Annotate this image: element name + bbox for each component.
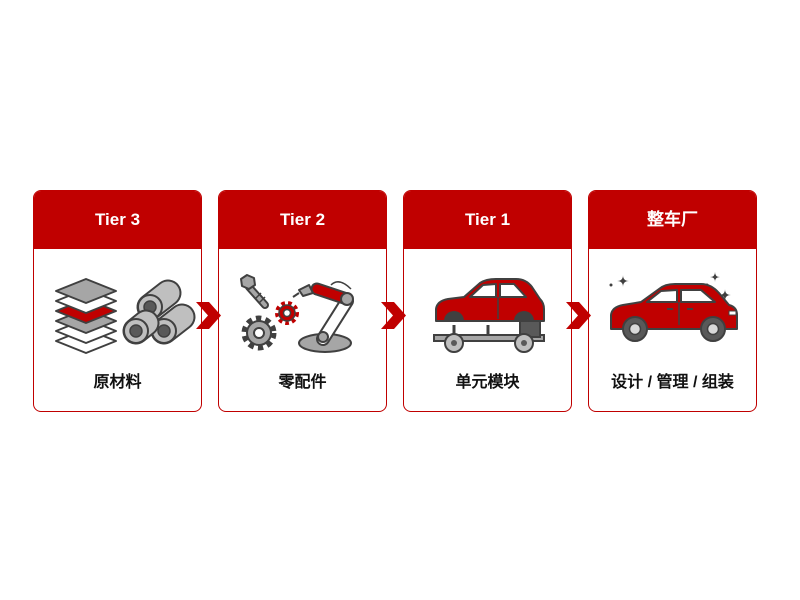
- card-label: 原材料: [93, 374, 142, 391]
- card-tier-2: Tier 2: [218, 190, 387, 412]
- card-oem: 整车厂 设计 / 管理 /: [588, 190, 757, 412]
- screw-icon: [240, 274, 269, 309]
- card-label: 零配件: [278, 374, 327, 391]
- module-illustration: [433, 278, 545, 353]
- chevron-right-icon: [381, 302, 406, 329]
- chevron-right-icon: [566, 302, 591, 329]
- pipes-icon: [122, 279, 196, 345]
- card-header: Tier 2: [219, 191, 386, 249]
- card-label: 单元模块: [455, 374, 520, 391]
- card-tier-1: Tier 1 单元模块: [403, 190, 572, 412]
- chevron-right-icon: [196, 302, 221, 329]
- vehicle-illustration: [609, 272, 738, 342]
- raw-materials-illustration: [55, 278, 196, 354]
- car-icon: [610, 283, 738, 342]
- card-label: 设计 / 管理 / 组装: [611, 374, 734, 391]
- gear-icon: [275, 301, 299, 325]
- car-chassis-icon: [433, 278, 545, 353]
- gear-icon: [241, 315, 277, 351]
- parts-illustration: [240, 274, 354, 353]
- card-header: Tier 1: [404, 191, 571, 249]
- layers-icon: [55, 278, 117, 354]
- card-header: Tier 3: [34, 191, 201, 249]
- card-tier-3: Tier 3: [33, 190, 202, 412]
- robot-arm-icon: [292, 281, 354, 353]
- card-header: 整车厂: [589, 191, 756, 249]
